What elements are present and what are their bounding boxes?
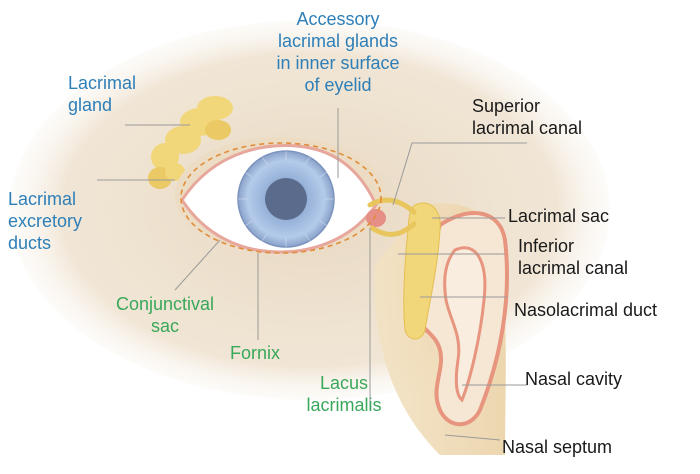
label-nasolacrimal-duct: Nasolacrimal duct [514, 300, 658, 320]
label-conjunctival-sac: Conjunctival sac [115, 294, 215, 336]
label-lacrimal-sac: Lacrimal sac [508, 206, 610, 226]
label-accessory-lacrimal-glands: Accessory lacrimal glands in inner surfa… [276, 9, 400, 95]
pupil [265, 178, 307, 220]
iris-striations [238, 151, 334, 247]
lacrimal-gland-shape [148, 96, 233, 189]
label-fornix: Fornix [230, 343, 281, 363]
label-nasal-cavity: Nasal cavity [525, 369, 623, 389]
label-inferior-lacrimal-canal: Inferior lacrimal canal [518, 236, 629, 278]
superior-canal-shape [367, 197, 417, 215]
label-nasal-septum: Nasal septum [502, 437, 613, 457]
label-lacus-lacrimalis: Lacus lacrimalis [306, 373, 382, 415]
inferior-canal-shape [369, 221, 417, 237]
label-superior-lacrimal-canal: Superior lacrimal canal [472, 96, 583, 138]
nasal-inner-fold [443, 246, 487, 403]
label-lacrimal-gland: Lacrimal gland [68, 73, 137, 115]
leader-lines [97, 108, 527, 441]
conjunctival-sac-outline [180, 142, 382, 254]
label-lacrimal-excretory-ducts: Lacrimal excretory ducts [8, 189, 83, 253]
